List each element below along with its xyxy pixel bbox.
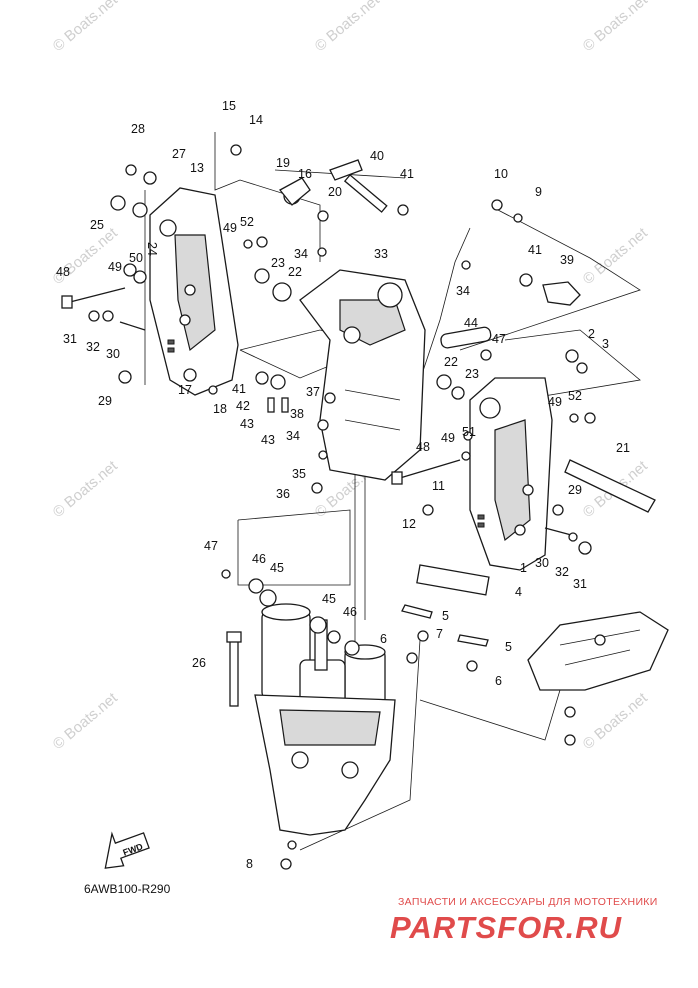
callout-27: 27 xyxy=(172,147,186,161)
callout-23b: 23 xyxy=(465,367,479,381)
callout-46: 46 xyxy=(252,552,266,566)
callout-32b: 32 xyxy=(555,565,569,579)
callout-49c: 49 xyxy=(441,431,455,445)
callout-43b: 43 xyxy=(261,433,275,447)
callout-40: 40 xyxy=(370,149,384,163)
callout-48b: 48 xyxy=(416,440,430,454)
callout-22b: 22 xyxy=(444,355,458,369)
callout-52: 52 xyxy=(240,215,254,229)
callout-30b: 30 xyxy=(535,556,549,570)
callout-9: 9 xyxy=(535,185,542,199)
callout-51: 51 xyxy=(462,425,476,439)
callout-29: 29 xyxy=(98,394,112,408)
callout-34b: 34 xyxy=(456,284,470,298)
callout-2: 2 xyxy=(588,327,595,341)
callout-42: 42 xyxy=(236,399,250,413)
callout-49: 49 xyxy=(108,260,122,274)
right-clamp-bracket xyxy=(469,377,553,571)
callout-31: 31 xyxy=(63,332,77,346)
callout-47b: 47 xyxy=(492,332,506,346)
callout-20: 20 xyxy=(328,185,342,199)
callout-34c: 34 xyxy=(286,429,300,443)
small-hardware xyxy=(88,144,596,870)
callout-47: 47 xyxy=(204,539,218,553)
callout-18: 18 xyxy=(213,402,227,416)
callout-7: 7 xyxy=(436,627,443,641)
watermark: © Boats.net xyxy=(50,0,122,55)
callout-14: 14 xyxy=(249,113,263,127)
callout-39: 39 xyxy=(560,253,574,267)
callout-34: 34 xyxy=(294,247,308,261)
callout-1: 1 xyxy=(520,561,527,575)
callout-16: 16 xyxy=(298,167,312,181)
callout-15: 15 xyxy=(222,99,236,113)
callout-23: 23 xyxy=(271,256,285,270)
callout-3: 3 xyxy=(602,337,609,351)
callout-41c: 41 xyxy=(232,382,246,396)
callout-labels: 1 2 3 4 5 5 6 6 7 8 9 10 11 12 13 14 15 … xyxy=(56,99,630,871)
callout-26: 26 xyxy=(192,656,206,670)
callout-21: 21 xyxy=(616,441,630,455)
callout-13: 13 xyxy=(190,161,204,175)
callout-52b: 52 xyxy=(568,389,582,403)
callout-41: 41 xyxy=(400,167,414,181)
watermark: © Boats.net xyxy=(580,689,652,753)
callout-45b: 45 xyxy=(322,592,336,606)
callout-22: 22 xyxy=(288,265,302,279)
callout-35: 35 xyxy=(292,467,306,481)
callout-12: 12 xyxy=(402,517,416,531)
callout-30: 30 xyxy=(106,347,120,361)
tilt-cylinder-unit xyxy=(254,603,396,836)
callout-24: 24 xyxy=(145,242,159,256)
watermark: © Boats.net xyxy=(580,224,652,288)
callout-29b: 29 xyxy=(568,483,582,497)
left-clamp-bracket xyxy=(149,187,239,396)
callout-8: 8 xyxy=(246,857,253,871)
callout-37: 37 xyxy=(306,385,320,399)
shop-logo: PARTSFOR.RU xyxy=(390,910,623,945)
callout-49b: 49 xyxy=(223,221,237,235)
callout-33: 33 xyxy=(374,247,388,261)
watermark: © Boats.net xyxy=(580,0,652,55)
callout-49d: 49 xyxy=(548,395,562,409)
callout-6: 6 xyxy=(380,632,387,646)
callout-50: 50 xyxy=(129,251,143,265)
watermark: © Boats.net xyxy=(50,689,122,753)
callout-32: 32 xyxy=(86,340,100,354)
fwd-arrow-icon: FWD xyxy=(104,831,150,869)
watermark: © Boats.net xyxy=(312,0,384,55)
callout-44: 44 xyxy=(464,316,478,330)
callout-46b: 46 xyxy=(343,605,357,619)
callout-48: 48 xyxy=(56,265,70,279)
callout-5b: 5 xyxy=(505,640,512,654)
callout-6b: 6 xyxy=(495,674,502,688)
callout-45: 45 xyxy=(270,561,284,575)
callout-41b: 41 xyxy=(528,243,542,257)
callout-31b: 31 xyxy=(573,577,587,591)
callout-10: 10 xyxy=(494,167,508,181)
callout-5: 5 xyxy=(442,609,449,623)
watermark: © Boats.net xyxy=(50,457,122,521)
callout-4: 4 xyxy=(515,585,522,599)
callout-36: 36 xyxy=(276,487,290,501)
callout-25: 25 xyxy=(90,218,104,232)
callout-11: 11 xyxy=(432,479,445,493)
shafts-bolts xyxy=(61,174,656,596)
callout-43: 43 xyxy=(240,417,254,431)
diagram-code: 6AWB100-R290 xyxy=(84,882,171,896)
swivel-bracket xyxy=(299,269,426,481)
callout-28: 28 xyxy=(131,122,145,136)
callout-19: 19 xyxy=(276,156,290,170)
callout-17: 17 xyxy=(178,383,192,397)
shop-tagline: ЗАПЧАСТИ И АКСЕССУАРЫ ДЛЯ МОТОТЕХНИКИ xyxy=(398,896,658,908)
trim-tab xyxy=(527,611,669,691)
callout-38: 38 xyxy=(290,407,304,421)
